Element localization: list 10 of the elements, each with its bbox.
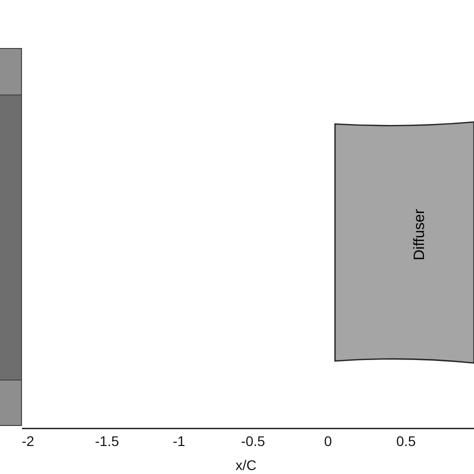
tick-label: -0.5 [240,433,266,449]
tick-label: -1 [172,433,186,449]
diffuser-shape [334,121,474,364]
tick-label: 0.5 [396,433,416,449]
duct-block [0,48,22,426]
axis-title: x/C [236,457,256,473]
tick-label: -1.5 [94,433,120,449]
tick-label: -2 [22,433,34,449]
part-label: Diffuser [411,208,428,260]
tick-label: 0 [324,433,332,449]
